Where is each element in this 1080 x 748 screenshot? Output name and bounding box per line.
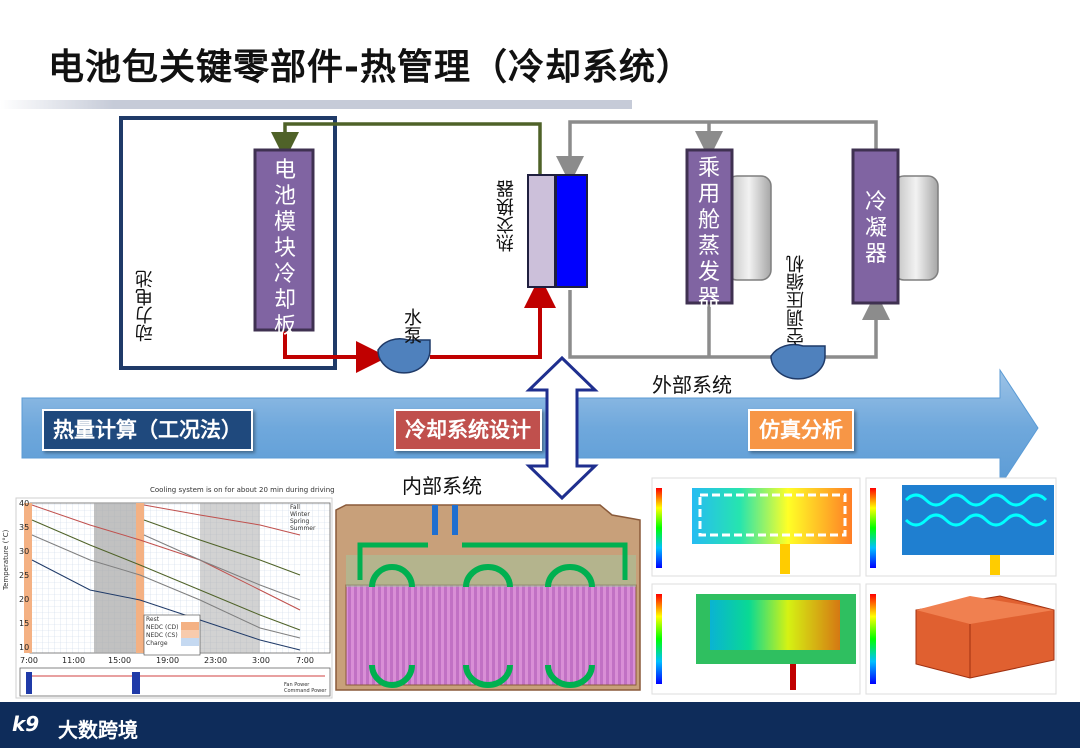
cooling-system-diagram	[15, 116, 1057, 699]
x-tick: 19:00	[156, 656, 180, 665]
evaporator-fan	[726, 175, 772, 281]
refrigerant-pipe-to-condenser	[825, 292, 890, 359]
condenser-label: 冷 凝 器	[864, 190, 887, 267]
chart-annotation: Cooling system is on for about 20 min du…	[150, 486, 335, 494]
module-cooling-plate-label: 电 池 模 块 冷 却 板	[273, 158, 296, 339]
y-tick: 40	[19, 499, 30, 508]
link-double-arrow	[525, 355, 599, 501]
water-pump-icon	[377, 338, 431, 374]
supply-pipe-2	[430, 276, 556, 359]
refrigerant-pipe-bottom	[568, 290, 773, 359]
x-tick: 7:00	[20, 656, 38, 665]
chart-y-label: Temperature (°C)	[2, 529, 10, 590]
y-tick: 15	[19, 619, 30, 628]
heat-exchanger-right	[555, 174, 588, 288]
page-title: 电池包关键零部件-热管理（冷却系统）	[48, 47, 693, 88]
brand-logo: k9	[12, 712, 40, 736]
evaporator-box	[685, 148, 734, 305]
y-tick: 25	[19, 571, 30, 580]
external-system-label: 外部系统	[652, 373, 732, 397]
chart-bottom-legend: Fan Power Command Power	[284, 682, 327, 694]
pump-label: 水泵	[401, 308, 422, 344]
supply-pipe-1	[283, 330, 388, 373]
x-tick: 3:00	[252, 656, 270, 665]
module-cooling-plate	[253, 148, 315, 332]
y-tick: 30	[19, 547, 30, 556]
heat-exchanger-left	[527, 174, 556, 288]
compressor-label: 空调压缩机	[786, 255, 807, 345]
evaporator-label: 乘 用 舱 蒸 发 器	[697, 156, 720, 311]
return-pipe	[271, 122, 542, 175]
x-tick: 15:00	[108, 656, 132, 665]
internal-system-label: 内部系统	[402, 474, 482, 498]
x-tick: 11:00	[62, 656, 86, 665]
step-cooling-design: 冷却系统设计	[394, 409, 542, 451]
y-tick: 10	[19, 643, 30, 652]
condenser-fan	[893, 175, 939, 281]
chart-legend: Fall Winter Spring Summer	[290, 504, 316, 532]
brand-name: 大数跨境	[58, 718, 138, 742]
chart-key: Rest NEDC (CD) NEDC (CS) Charge	[146, 616, 179, 647]
footer-bar	[0, 702, 1080, 748]
compressor-icon	[770, 343, 826, 380]
refrigerant-pipe-top	[556, 120, 878, 184]
heat-exchanger-label: 热交换器	[496, 180, 517, 252]
x-tick: 7:00	[296, 656, 314, 665]
cold-plate-image	[335, 504, 641, 691]
title-underline	[0, 100, 632, 109]
x-tick: 23:00	[204, 656, 228, 665]
battery-label: 动力电池	[135, 270, 156, 342]
battery-outline	[119, 116, 337, 370]
condenser-box	[851, 148, 900, 305]
temperature-chart	[15, 497, 333, 699]
step-simulation: 仿真分析	[748, 409, 854, 451]
simulation-images	[651, 477, 1057, 695]
step-heat-calculation: 热量计算（工况法）	[42, 409, 253, 451]
y-tick: 35	[19, 523, 30, 532]
y-tick: 20	[19, 595, 30, 604]
